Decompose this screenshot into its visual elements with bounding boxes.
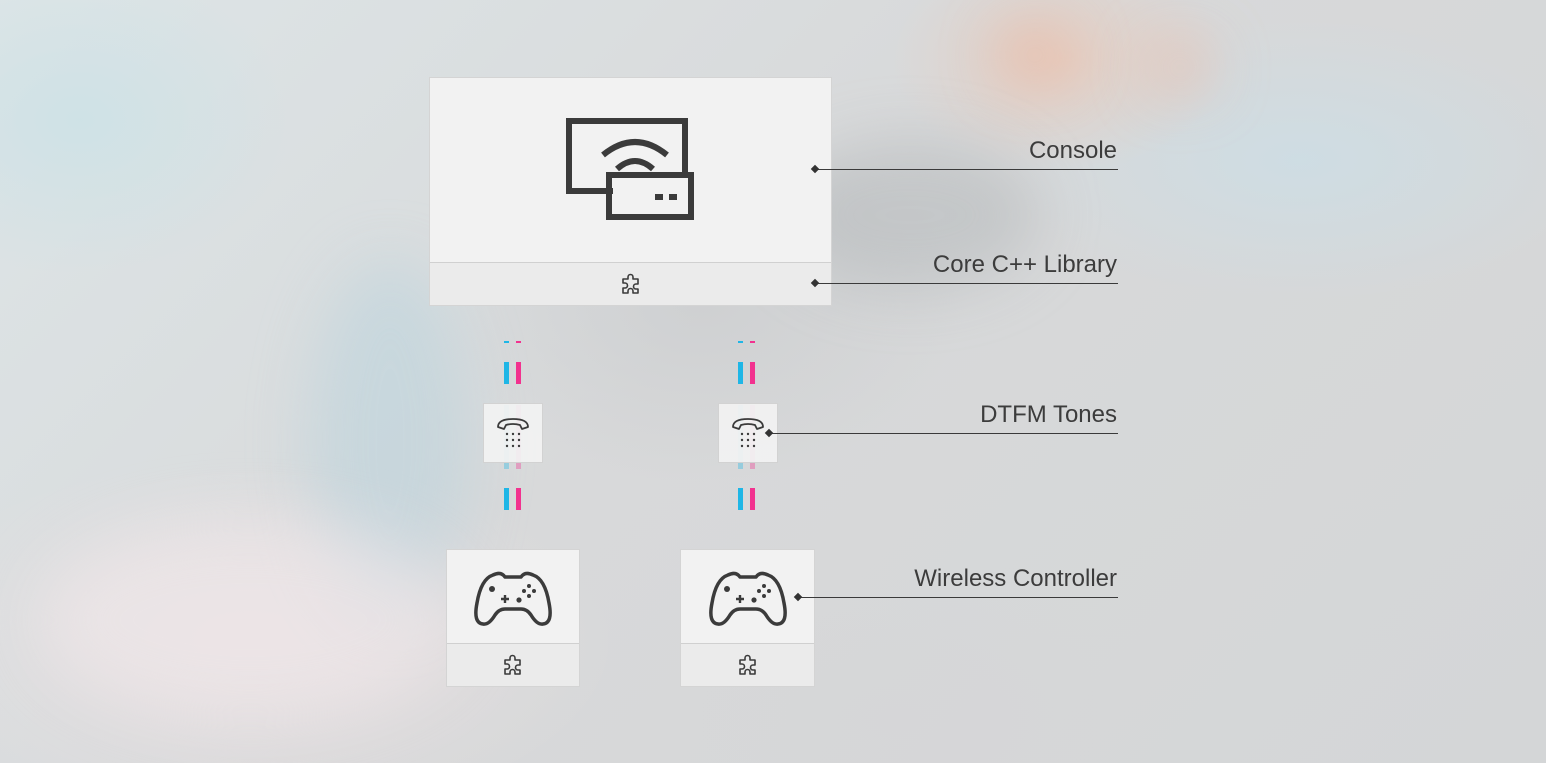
leader-dtfm-tones [769, 433, 1118, 434]
phone-keypad-icon [730, 415, 766, 451]
gamepad-icon [447, 566, 579, 630]
dtfm-tones-box-left [483, 403, 543, 463]
console-box [429, 77, 832, 306]
controller-plugin-strip [447, 643, 579, 686]
label-console: Console [1028, 137, 1117, 164]
controller-plugin-strip [681, 643, 814, 686]
gamepad-icon [681, 566, 814, 630]
wireless-controller-box-left [446, 549, 580, 687]
leader-wireless-controller [798, 597, 1118, 598]
core-library-strip [430, 262, 831, 305]
label-wireless-controller: Wireless Controller [914, 565, 1117, 592]
leader-core-library [815, 283, 1118, 284]
phone-keypad-icon [495, 415, 531, 451]
wireless-controller-box-right [680, 549, 815, 687]
console-wifi-icon [430, 114, 831, 226]
puzzle-piece-icon [501, 653, 525, 677]
leader-console [815, 169, 1118, 170]
label-core-library: Core C++ Library [932, 251, 1117, 278]
puzzle-piece-icon [736, 653, 760, 677]
label-dtfm-tones: DTFM Tones [980, 401, 1117, 428]
puzzle-piece-icon [619, 272, 643, 296]
